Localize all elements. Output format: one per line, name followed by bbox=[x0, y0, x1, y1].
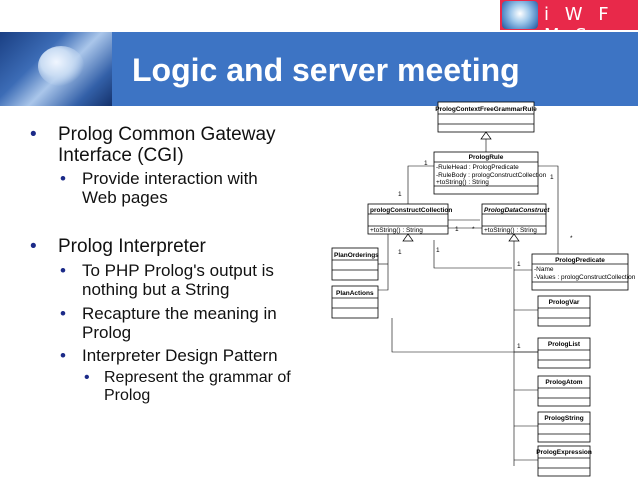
class-name: PrologVar bbox=[549, 299, 580, 306]
class-attribute: -Values : prologConstructCollection bbox=[534, 274, 636, 281]
class-name: PrologDataConstruct bbox=[484, 207, 550, 214]
page-title: Logic and server meeting bbox=[132, 52, 520, 88]
class-operation: +toString() : String bbox=[370, 227, 423, 234]
class-name: PrologContextFreeGrammarRule bbox=[435, 106, 537, 113]
class-name: PrologAtom bbox=[545, 379, 582, 386]
multiplicity-label: * bbox=[472, 226, 475, 233]
bullet-line: Interpreter Design Pattern bbox=[82, 346, 278, 365]
bullet-line: Web pages bbox=[82, 188, 168, 208]
title-artwork bbox=[0, 32, 112, 106]
bullet-line: Prolog bbox=[104, 386, 151, 404]
bullet-dot-icon: • bbox=[60, 169, 66, 188]
multiplicity-label: 1 bbox=[398, 191, 402, 198]
association-lines bbox=[378, 138, 559, 466]
multiplicity-label: * bbox=[570, 235, 573, 242]
arrow-data-construct-icon bbox=[508, 233, 520, 242]
bullet-line: To PHP Prolog's output is bbox=[82, 261, 274, 280]
multiplicity-label: 1 bbox=[424, 160, 428, 167]
bullet-item: Interpreter Design Pattern bbox=[82, 346, 278, 365]
multiplicity-label: 1 bbox=[550, 174, 554, 181]
bullet-line: Prolog Interpreter bbox=[58, 236, 206, 257]
bullet-dot-icon: • bbox=[60, 346, 66, 365]
class-attribute: -RuleBody : prologConstructCollection bbox=[436, 172, 547, 179]
bullet-line: Prolog bbox=[82, 323, 132, 343]
class-name: PrologList bbox=[548, 341, 581, 348]
bullet-line: nothing but a String bbox=[82, 280, 230, 300]
globe-logo-icon bbox=[502, 1, 538, 29]
multiplicity-label: 1 bbox=[398, 249, 402, 256]
class-name: PrologPredicate bbox=[555, 257, 605, 264]
class-name: PrologExpression bbox=[536, 449, 592, 456]
class-construct-collection bbox=[367, 203, 449, 235]
bullet-item: Prolog Common Gateway Interface (CGI) bbox=[58, 124, 276, 167]
bullet-line: Recapture the meaning in bbox=[82, 304, 277, 323]
class-name: PlanOrderings bbox=[334, 252, 379, 259]
class-data-construct bbox=[481, 203, 547, 235]
generalization-arrows bbox=[402, 131, 520, 242]
multiplicity-label: 1 bbox=[455, 226, 459, 233]
bullet-item: Recapture the meaning in Prolog bbox=[82, 304, 277, 342]
class-plan-actions bbox=[331, 285, 379, 319]
class-attribute: -RuleHead : PrologPredicate bbox=[436, 164, 519, 171]
title-band bbox=[112, 32, 638, 106]
class-prolog-expression bbox=[537, 445, 591, 477]
class-name: prologConstructCollection bbox=[370, 207, 452, 214]
class-grammar-rule bbox=[437, 101, 535, 133]
class-name: PrologString bbox=[544, 415, 583, 422]
class-name: PrologRule bbox=[469, 154, 504, 161]
class-prolog-list bbox=[537, 337, 591, 369]
class-name: PlanActions bbox=[336, 290, 374, 297]
bullet-dot-icon: • bbox=[60, 304, 66, 323]
class-plan-orderings bbox=[331, 247, 379, 281]
arrow-collection-icon bbox=[402, 233, 414, 242]
bullet-dot-icon: • bbox=[84, 369, 90, 386]
bullet-line: Represent the grammar of bbox=[104, 369, 291, 386]
bullet-line: Prolog Common Gateway bbox=[58, 124, 276, 145]
bullet-dot-icon: • bbox=[30, 236, 37, 257]
multiplicity-label: 1 bbox=[436, 247, 440, 254]
class-attribute: -Name bbox=[534, 266, 554, 273]
bullet-item: Prolog Interpreter bbox=[58, 236, 206, 257]
multiplicity-label: 1 bbox=[517, 343, 521, 350]
class-prolog-predicate bbox=[531, 253, 629, 291]
multiplicity-label: 1 bbox=[517, 261, 521, 268]
bullet-item: To PHP Prolog's output is nothing but a … bbox=[82, 261, 274, 299]
class-operation: +toString() : String bbox=[436, 179, 489, 186]
bullet-dot-icon: • bbox=[60, 261, 66, 280]
bullet-line: Provide interaction with bbox=[82, 169, 258, 188]
bullet-dot-icon: • bbox=[30, 124, 37, 145]
bullet-line: Interface (CGI) bbox=[58, 145, 184, 167]
bullet-item: Represent the grammar of Prolog bbox=[104, 369, 291, 405]
bullet-item: Provide interaction with Web pages bbox=[82, 169, 258, 207]
uml-canvas: PrologContextFreeGrammarRule PrologRule … bbox=[331, 101, 636, 477]
uml-class-diagram: PrologContextFreeGrammarRule PrologRule … bbox=[330, 100, 638, 478]
class-prolog-var bbox=[537, 295, 591, 327]
class-prolog-rule bbox=[433, 151, 539, 195]
class-prolog-string bbox=[537, 411, 591, 443]
arrow-grammar-rule-icon bbox=[480, 131, 492, 140]
class-operation: +toString() : String bbox=[484, 227, 537, 234]
class-prolog-atom bbox=[537, 375, 591, 407]
